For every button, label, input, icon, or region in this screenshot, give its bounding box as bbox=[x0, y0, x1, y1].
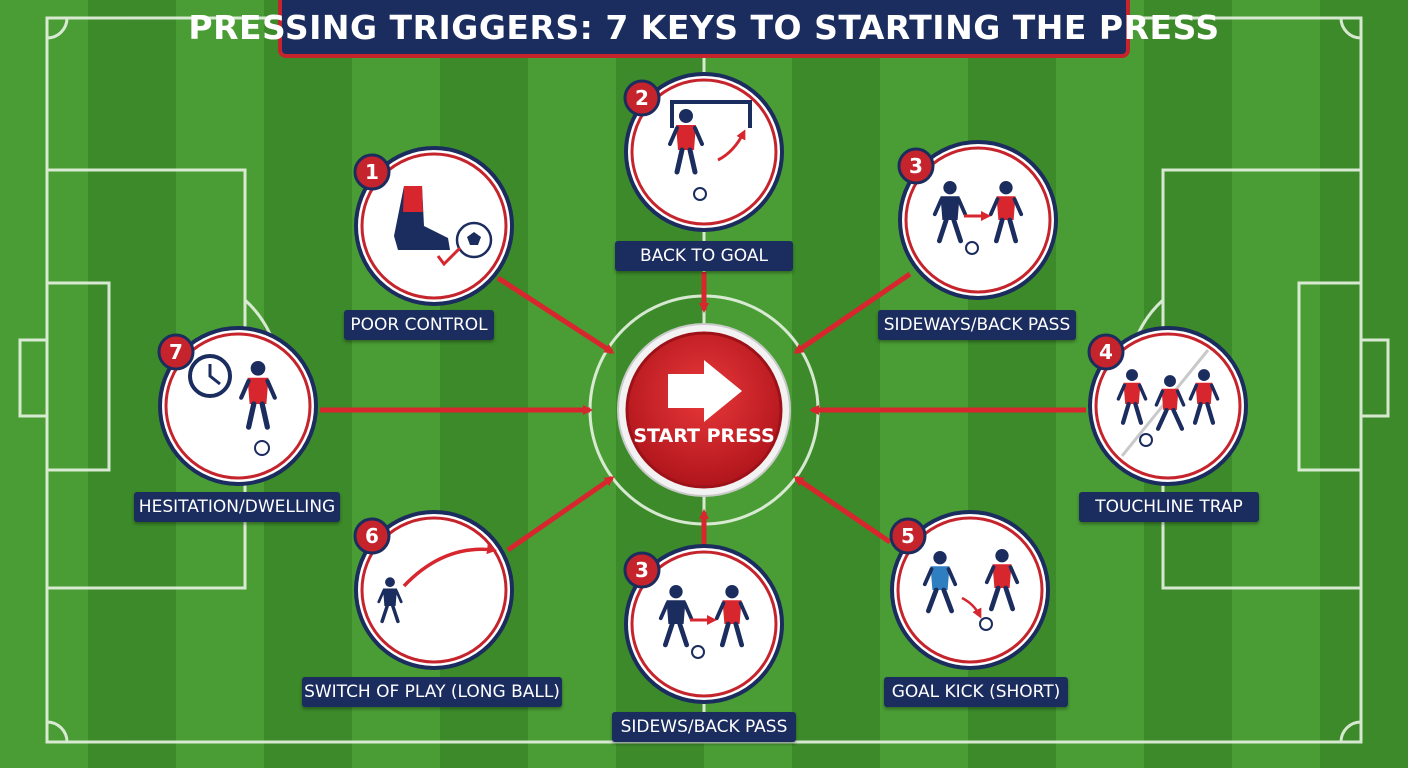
player-back-to-goal-icon bbox=[668, 100, 752, 201]
trigger-number-badge: 7 bbox=[157, 333, 195, 371]
trigger-number-badge: 4 bbox=[1087, 333, 1125, 371]
trigger-number-badge: 5 bbox=[889, 517, 927, 555]
label-hesitation: HESITATION/DWELLING bbox=[134, 492, 340, 522]
pass-players-icon bbox=[658, 585, 750, 659]
clock-player-icon bbox=[188, 354, 277, 456]
arrow-sideways-back-pass-top bbox=[793, 271, 912, 355]
boot-ball-icon bbox=[394, 186, 493, 267]
trigger-hesitation: 7 bbox=[157, 326, 318, 486]
label-goal-kick-short: GOAL KICK (SHORT) bbox=[884, 677, 1068, 707]
trigger-number: 4 bbox=[1099, 340, 1113, 364]
start-press-label: START PRESS bbox=[633, 425, 774, 447]
trigger-number-badge: 2 bbox=[623, 79, 661, 117]
trigger-arrows bbox=[320, 271, 1086, 553]
trigger-sidews-back-pass-bottom: 3 bbox=[623, 544, 784, 704]
trigger-back-to-goal: 2 bbox=[623, 72, 784, 232]
page-title: PRESSING TRIGGERS: 7 KEYS TO STARTING TH… bbox=[188, 0, 1219, 58]
label-sideways-back-pass-top: SIDEWAYS/BACK PASS bbox=[878, 310, 1076, 340]
trigger-switch-of-play: 6 bbox=[353, 510, 514, 670]
arrow-switch-of-play bbox=[506, 475, 615, 553]
trigger-number: 6 bbox=[365, 524, 379, 548]
arrow-right-icon bbox=[668, 360, 742, 422]
arrow-poor-control bbox=[496, 275, 615, 355]
arrow-goal-kick bbox=[793, 475, 892, 545]
touchline-players-icon bbox=[1116, 349, 1220, 457]
trigger-number: 1 bbox=[365, 160, 379, 184]
trigger-number-badge: 6 bbox=[353, 517, 391, 555]
page-title-text: PRESSING TRIGGERS: 7 KEYS TO STARTING TH… bbox=[188, 7, 1220, 47]
pass-players-icon bbox=[932, 181, 1024, 255]
trigger-number: 2 bbox=[635, 86, 649, 110]
trigger-number: 3 bbox=[909, 154, 923, 178]
trigger-number: 7 bbox=[169, 340, 183, 364]
label-poor-control: POOR CONTROL bbox=[344, 310, 494, 340]
trigger-sideways-back-pass-top: 3 bbox=[897, 140, 1058, 300]
trigger-goal-kick-short: 5 bbox=[889, 510, 1050, 670]
trigger-number: 5 bbox=[901, 524, 915, 548]
label-switch-of-play: SWITCH OF PLAY (LONG BALL) bbox=[302, 677, 562, 707]
label-sidews-back-pass-bottom: SIDEWS/BACK PASS bbox=[612, 712, 796, 742]
trigger-number-badge: 3 bbox=[897, 147, 935, 185]
trigger-number: 3 bbox=[635, 558, 649, 582]
trigger-touchline-trap: 4 bbox=[1087, 326, 1248, 486]
trigger-number-badge: 1 bbox=[353, 153, 391, 191]
start-press-button: START PRESS bbox=[617, 323, 791, 497]
goal-kick-icon bbox=[922, 549, 1020, 631]
label-touchline-trap: TOUCHLINE TRAP bbox=[1079, 492, 1259, 522]
label-back-to-goal: BACK TO GOAL bbox=[615, 241, 793, 271]
long-ball-icon bbox=[377, 544, 497, 624]
trigger-number-badge: 3 bbox=[623, 551, 661, 589]
trigger-poor-control: 1 bbox=[353, 146, 514, 306]
